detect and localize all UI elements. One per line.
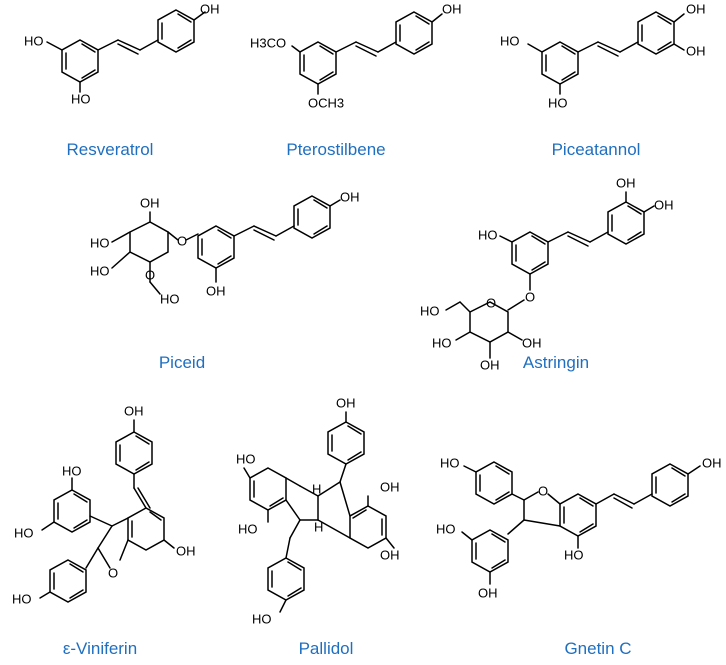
piceid-label-ho-1: HO xyxy=(90,235,110,250)
e-viniferin-label-oh-right: OH xyxy=(176,543,196,558)
pallidol-label-oh-right-bottom: OH xyxy=(380,547,400,562)
resveratrol-bonds xyxy=(46,9,206,93)
astringin-label-oh-top: OH xyxy=(616,175,636,190)
astringin-label-oh-right: OH xyxy=(654,197,674,212)
pallidol-label-h-lower: H xyxy=(314,519,323,534)
molecule-resveratrol: HO OH HO Resveratrol xyxy=(24,1,220,159)
gnetin-c-bonds xyxy=(461,461,701,585)
piceatannol-name: Piceatannol xyxy=(552,140,641,159)
astringin-label-oh-sugar-bottom: OH xyxy=(480,357,500,372)
piceid-label-oh-top: OH xyxy=(140,195,160,210)
pterostilbene-name: Pterostilbene xyxy=(286,140,385,159)
pallidol-label-h-upper: H xyxy=(312,481,321,496)
pallidol-label-oh-right-top: OH xyxy=(380,479,400,494)
e-viniferin-name: ε-Viniferin xyxy=(63,639,137,658)
gnetin-c-label-ho-left: HO xyxy=(436,521,456,536)
pallidol-label-ho-left: HO xyxy=(238,521,258,536)
e-viniferin-label-ho-left: HO xyxy=(14,525,34,540)
gnetin-c-label-oh-right: OH xyxy=(702,455,722,470)
piceid-label-oh-bottom: OH xyxy=(206,283,226,298)
astringin-label-ring-o: O xyxy=(486,295,496,310)
piceid-name: Piceid xyxy=(159,353,205,372)
molecule-pallidol: OH HO HO H H OH OH HO Pallidol xyxy=(236,395,400,658)
gnetin-c-label-ho-middle: HO xyxy=(564,547,584,562)
e-viniferin-label-furan-o: O xyxy=(108,565,118,580)
e-viniferin-label-oh-resorcinol-top: HO xyxy=(62,463,82,478)
molecule-gnetin-c: HO OH O HO HO OH Gnetin C xyxy=(436,455,722,658)
pallidol-label-ho-bottom: HO xyxy=(252,611,272,626)
gnetin-c-label-furan-o: O xyxy=(538,483,548,498)
molecule-piceatannol: HO OH OH HO Piceatannol xyxy=(500,1,706,159)
resveratrol-name: Resveratrol xyxy=(67,140,154,159)
pterostilbene-label-oh: OH xyxy=(442,1,462,16)
piceid-label-ring-o: O xyxy=(145,267,155,282)
piceid-bonds xyxy=(111,195,341,295)
e-viniferin-bonds xyxy=(39,419,175,603)
astringin-label-ho-sugar: HO xyxy=(432,335,452,350)
pallidol-bonds xyxy=(243,411,395,613)
pterostilbene-label-h3co: H3CO xyxy=(250,35,286,50)
molecule-e-viniferin: OH HO HO O OH HO ε-Viniferin xyxy=(12,403,196,658)
piceid-label-ch2oh: HO xyxy=(160,291,180,306)
gnetin-c-name: Gnetin C xyxy=(564,639,631,658)
astringin-bonds xyxy=(445,191,655,359)
molecule-astringin: HO OH OH O HO O HO OH OH Astringin xyxy=(420,175,674,372)
piceatannol-label-ho-bottom: HO xyxy=(548,95,568,110)
astringin-label-oh-sugar-right: OH xyxy=(522,335,542,350)
pterostilbene-label-och3: OCH3 xyxy=(308,95,344,110)
resveratrol-label-ho-bottom: HO xyxy=(71,91,91,106)
piceid-label-glycosidic-o: O xyxy=(177,233,187,248)
gnetin-c-label-ho-top: HO xyxy=(440,455,460,470)
piceatannol-label-oh-top: OH xyxy=(686,1,706,16)
astringin-label-ho-left: HO xyxy=(478,227,498,242)
pterostilbene-bonds xyxy=(291,11,443,95)
gnetin-c-label-oh-bottom: OH xyxy=(478,585,498,600)
piceid-label-ho-2: HO xyxy=(90,263,110,278)
molecule-pterostilbene: H3CO OH OCH3 Pterostilbene xyxy=(250,1,462,159)
pallidol-label-oh-top: OH xyxy=(336,395,356,410)
piceatannol-label-oh-right: OH xyxy=(686,43,706,58)
piceid-label-oh-right: OH xyxy=(340,189,360,204)
pallidol-label-ho-top-left: HO xyxy=(236,451,256,466)
e-viniferin-label-oh-top: OH xyxy=(124,403,144,418)
resveratrol-label-ho-left: HO xyxy=(24,33,44,48)
resveratrol-label-oh-right: OH xyxy=(200,1,220,16)
piceatannol-label-ho-left: HO xyxy=(500,33,520,48)
molecule-piceid: OH HO HO O O HO OH OH Piceid xyxy=(90,189,360,372)
e-viniferin-label-ho-bottom: HO xyxy=(12,591,32,606)
astringin-label-glycosidic-o: O xyxy=(525,289,535,304)
piceatannol-bonds xyxy=(527,11,685,95)
pallidol-name: Pallidol xyxy=(299,639,354,658)
astringin-name: Astringin xyxy=(523,353,589,372)
astringin-label-ch2oh: HO xyxy=(420,303,440,318)
